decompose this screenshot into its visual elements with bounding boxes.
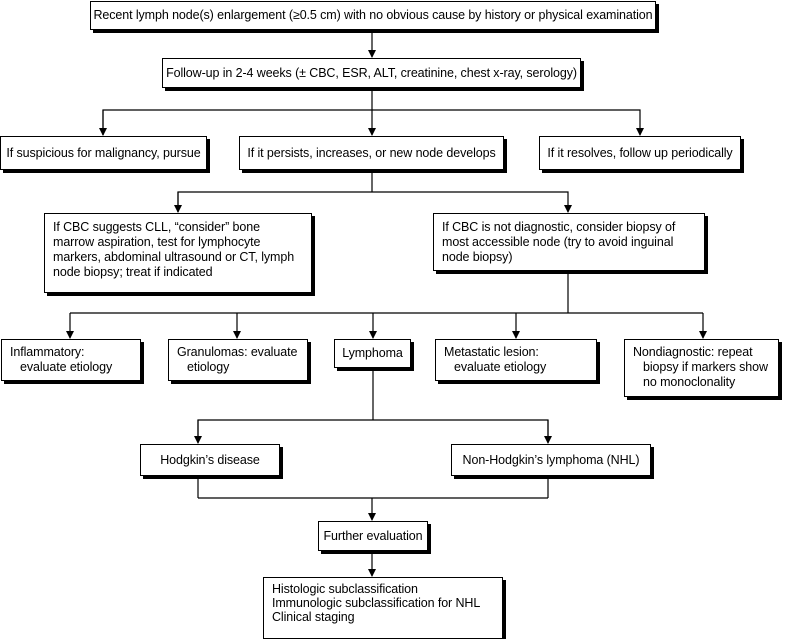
node-nondiagnostic: Nondiagnostic: repeat biopsy if markers … [624,339,779,397]
node-start: Recent lymph node(s) enlargement (≥0.5 c… [90,1,656,30]
node-persists: If it persists, increases, or new node d… [239,136,504,170]
node-metastatic: Metastatic lesion: evaluate etiology [435,339,597,381]
node-resolves: If it resolves, follow up periodically [539,136,741,170]
node-cbc-cll: If CBC suggests CLL, “consider” bone mar… [44,213,312,293]
node-suspicious: If suspicious for malignancy, pursue [0,136,207,170]
node-further-evaluation: Further evaluation [318,521,428,551]
node-final: Histologic subclassification Immunologic… [263,577,503,639]
node-nhl: Non-Hodgkin’s lymphoma (NHL) [451,444,651,476]
node-inflammatory: Inflammatory: evaluate etiology [1,339,141,381]
node-followup: Follow-up in 2-4 weeks (± CBC, ESR, ALT,… [162,58,581,88]
node-granulomas: Granulomas: evaluate etiology [168,339,308,381]
node-lymphoma: Lymphoma [334,339,411,368]
line-level3-split [177,191,572,213]
node-cbc-not-diagnostic: If CBC is not diagnostic, consider biops… [433,213,705,271]
node-hodgkin: Hodgkin’s disease [140,444,280,476]
line-lymphoma-split [197,419,549,442]
